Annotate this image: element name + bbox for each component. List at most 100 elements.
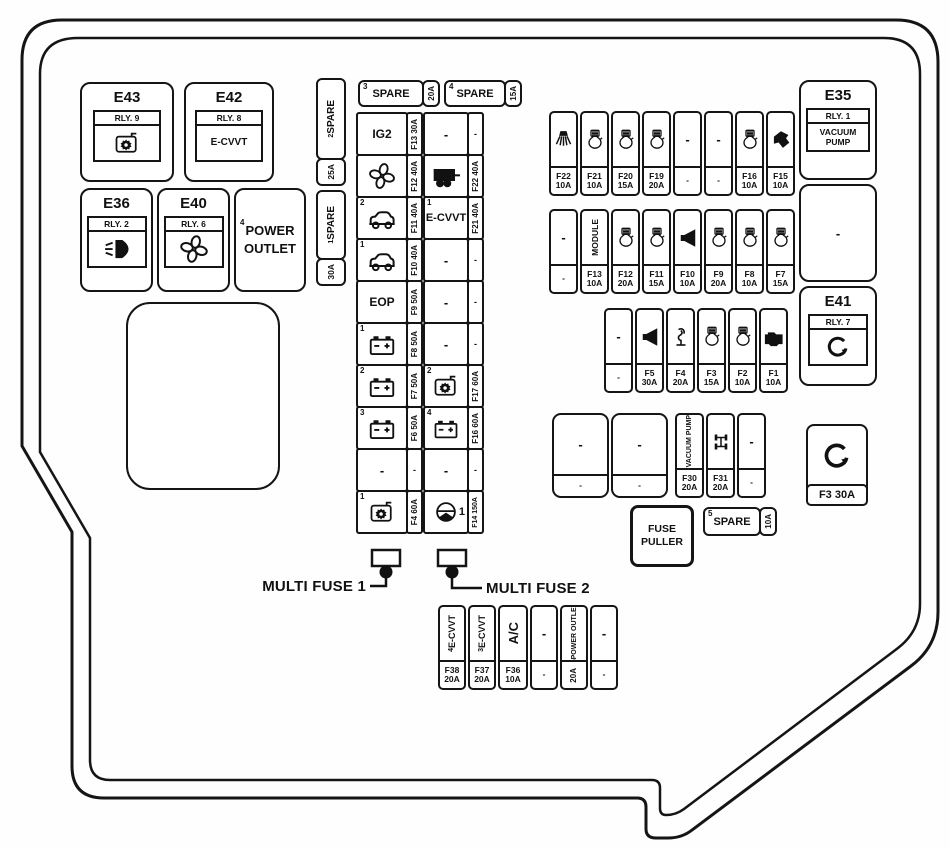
fuse-row: 1 F10 40A (356, 238, 423, 282)
empty-slot: - (443, 336, 449, 352)
blank-relay-slot: - (799, 184, 877, 282)
fuse-label: F8 50A (410, 330, 419, 358)
pump-icon (675, 327, 686, 346)
empty-slot: - (474, 465, 477, 475)
relay-function: E-CVVT (210, 137, 248, 148)
relay-id: E40 (180, 195, 207, 212)
relay-function-line1: VACUUM (819, 127, 857, 137)
relay-e43: E43 RLY. 9 (80, 82, 174, 182)
spare-number: 5 (708, 509, 713, 518)
fan-icon (368, 162, 396, 190)
fuse-row: - - (356, 448, 423, 492)
spare-amp-5: 10A (759, 507, 777, 536)
vehicle-icon (368, 211, 396, 230)
empty-slot: - (443, 294, 449, 310)
empty-slot: - (443, 126, 449, 142)
blank-box: -- (611, 413, 668, 498)
empty-slot: - (413, 465, 416, 475)
fuse-label: F13 30A (410, 118, 419, 150)
spare-label: SPARE (713, 515, 751, 528)
footnote-number: 1 (360, 324, 365, 333)
fuse-label: F7 50A (410, 372, 419, 400)
relay-id: E42 (215, 89, 243, 106)
spare-amp: 25A (326, 164, 336, 180)
injector-icon (742, 227, 758, 247)
circular-arrow-icon (824, 443, 850, 468)
fuse-label: F10 40A (410, 244, 419, 276)
spare-number: 3 (363, 82, 368, 91)
relay-id: E41 (824, 293, 852, 310)
fuse-function: IG2 (372, 127, 392, 141)
spare-fuse-4: 4 SPARE (444, 80, 506, 107)
fuse-row: - - (423, 280, 484, 324)
spare-fuse-3: 3 SPARE (358, 80, 424, 107)
relay-number: RLY. 7 (810, 316, 866, 330)
fuse-row: - - (423, 448, 484, 492)
relay-function-line2: PUMP (825, 137, 851, 147)
relay-number: RLY. 8 (197, 112, 261, 126)
horn-icon (642, 328, 657, 345)
multi-fuse-2-label: MULTI FUSE 2 (486, 580, 590, 597)
fuse-function: E-CVVT (425, 212, 467, 224)
empty-fuse-slot: -- (530, 605, 558, 690)
empty-slot: - (379, 462, 385, 478)
vehicle-icon (368, 253, 396, 272)
footnote-number: 3 (360, 408, 365, 417)
fuse-puller-box: FUSE PULLER (630, 505, 694, 567)
gearbox-icon (115, 132, 138, 153)
fuse-label: F9 50A (410, 288, 419, 316)
injector-icon (711, 227, 727, 247)
fuse-puller-line1: FUSE (647, 523, 676, 535)
spare-amp: 10A (763, 514, 773, 529)
fuse-label: F11 40A (410, 202, 419, 234)
injector-icon (649, 129, 665, 149)
power-outlet-line1: POWER (245, 223, 295, 238)
empty-fuse-slot: -- (590, 605, 618, 690)
fuse-puller-line2: PULLER (641, 536, 683, 548)
fuse-label: F12 40A (410, 160, 419, 192)
main-fuse-column-1: IG2 F13 30A F12 40A 2 F11 40A 1 F10 40A … (356, 112, 423, 534)
gearbox-icon (434, 375, 457, 396)
trailer-icon (433, 169, 461, 188)
fuse-row: 3 F6 50A (356, 406, 423, 450)
fuse-row: 1 F4 60A (356, 490, 423, 534)
spare-label: SPARE (325, 100, 337, 134)
footnote-number: 4 (240, 218, 245, 227)
injector-icon (773, 227, 789, 247)
fuse-label: F17 60A (471, 370, 480, 402)
injector-icon (618, 227, 634, 247)
fuse-function: EOP (369, 295, 395, 309)
spare-amp: 20A (426, 86, 436, 101)
driveline-icon (714, 432, 727, 451)
spare-label: SPARE (325, 206, 337, 240)
injector-icon (587, 129, 603, 149)
fuse-f3-30a-box: F3 30A (806, 424, 868, 506)
fuse-row: F12 40A (356, 154, 423, 198)
fuse-row: IG2 F13 30A (356, 112, 423, 156)
empty-slot: - (474, 297, 477, 307)
fuse-row: 1 F14 150A (423, 490, 484, 534)
spare-number: 1 (327, 239, 335, 244)
fuse-label: F16 60A (471, 412, 480, 444)
footnote-number: 2 (360, 366, 365, 375)
power-outlet-line2: OUTLET (244, 241, 296, 256)
battery-icon (369, 335, 395, 355)
